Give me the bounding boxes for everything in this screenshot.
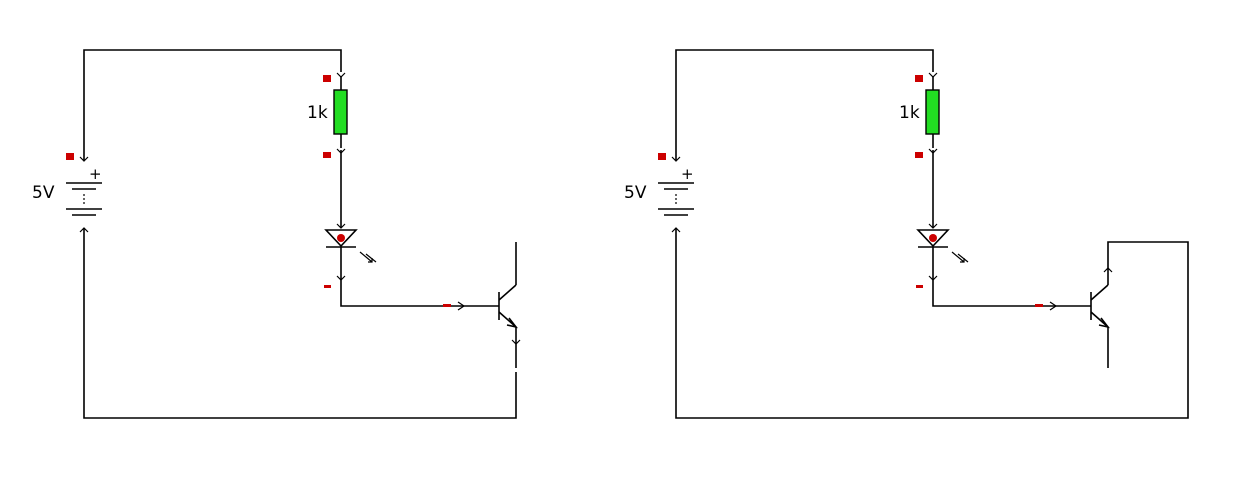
circuit-left: + 5V 1k [32,49,521,419]
node-marker [915,75,923,82]
battery: + 5V [32,153,102,233]
battery: + 5V [624,153,694,233]
light-emission-icon [951,251,969,263]
transistor [1035,267,1113,329]
transistor [443,284,521,345]
resistor-body [333,89,348,135]
node-marker [916,285,923,288]
node-marker [324,285,331,288]
resistor: 1k [899,72,940,158]
node-marker [443,304,451,307]
led-glow-dot [929,234,937,242]
node-marker [1035,304,1043,307]
led [916,223,969,288]
circuit-right: + 5V 1k [624,49,1189,419]
battery-plus-label: + [681,165,694,183]
resistor-value-label: 1k [899,103,920,123]
light-emission-icon [359,251,377,263]
node-marker [658,153,666,160]
node-marker [323,152,331,158]
resistor-value-label: 1k [307,103,328,123]
battery-voltage-label: 5V [32,183,55,203]
wiring [83,49,517,419]
battery-voltage-label: 5V [624,183,647,203]
wire-bottom-return [675,228,1189,419]
battery-plus-label: + [89,165,102,183]
resistor-body [925,89,940,135]
resistor: 1k [307,72,348,158]
wire-top [675,49,934,160]
wire-top [83,49,342,160]
wire-bottom-return [83,228,517,419]
node-marker [915,152,923,158]
led [324,223,377,288]
node-marker [66,153,74,160]
led-glow-dot [337,234,345,242]
node-marker [323,75,331,82]
